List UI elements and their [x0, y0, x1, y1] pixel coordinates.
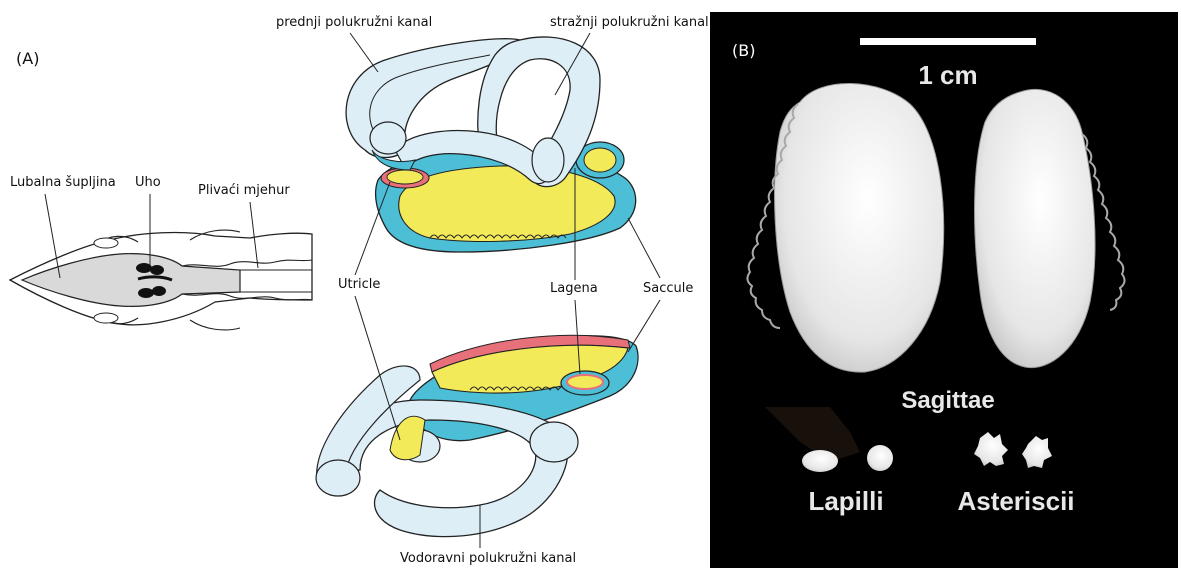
- label-sagittae: Sagittae: [901, 387, 994, 414]
- label-swim-bladder: Plivaći mjehur: [198, 183, 290, 198]
- label-saccule: Saccule: [643, 281, 693, 296]
- panel-b-letter: (B): [732, 41, 755, 60]
- fish-head: [10, 230, 312, 330]
- panel-a-letter: (A): [16, 49, 39, 68]
- panel-a-diagram: (A) Lubalna šupljina Uho Plivaći mjehur: [0, 0, 710, 568]
- saccule-top-otolith: [399, 166, 615, 242]
- inner-ear-side: [316, 335, 638, 536]
- label-asteriscii: Asteriscii: [957, 486, 1074, 516]
- asteriscus-right: [1022, 436, 1052, 468]
- leader-utricle-top: [355, 182, 390, 275]
- panel-b-photo: (B) 1 cm Sagittae Lapilli Asteriscii: [710, 12, 1178, 568]
- leader-anterior-canal: [350, 33, 378, 72]
- scale-bar: [860, 38, 1036, 45]
- inner-ear-top: [346, 37, 636, 252]
- sagitta-left: [747, 83, 943, 372]
- sagitta-right: [975, 89, 1125, 367]
- scale-label: 1 cm: [918, 60, 977, 90]
- leader-saccule-top: [628, 218, 660, 278]
- label-horizontal-canal: Vodoravni polukružni kanal: [400, 551, 576, 566]
- label-ear: Uho: [135, 175, 161, 190]
- lapillus-left: [802, 450, 838, 472]
- label-anterior-canal: prednji polukružni kanal: [276, 15, 432, 30]
- label-lagena: Lagena: [550, 281, 598, 296]
- asteriscus-left: [974, 432, 1008, 466]
- panel-b: (B) 1 cm Sagittae Lapilli Asteriscii: [710, 12, 1178, 568]
- label-skull-cavity: Lubalna šupljina: [10, 175, 116, 190]
- leader-saccule-side: [628, 300, 660, 352]
- label-utricle: Utricle: [338, 277, 380, 292]
- label-lapilli: Lapilli: [808, 486, 883, 516]
- label-posterior-canal: stražnji polukružni kanal: [550, 15, 709, 30]
- panel-a: (A) Lubalna šupljina Uho Plivaći mjehur: [0, 0, 710, 568]
- lapillus-right: [867, 445, 893, 471]
